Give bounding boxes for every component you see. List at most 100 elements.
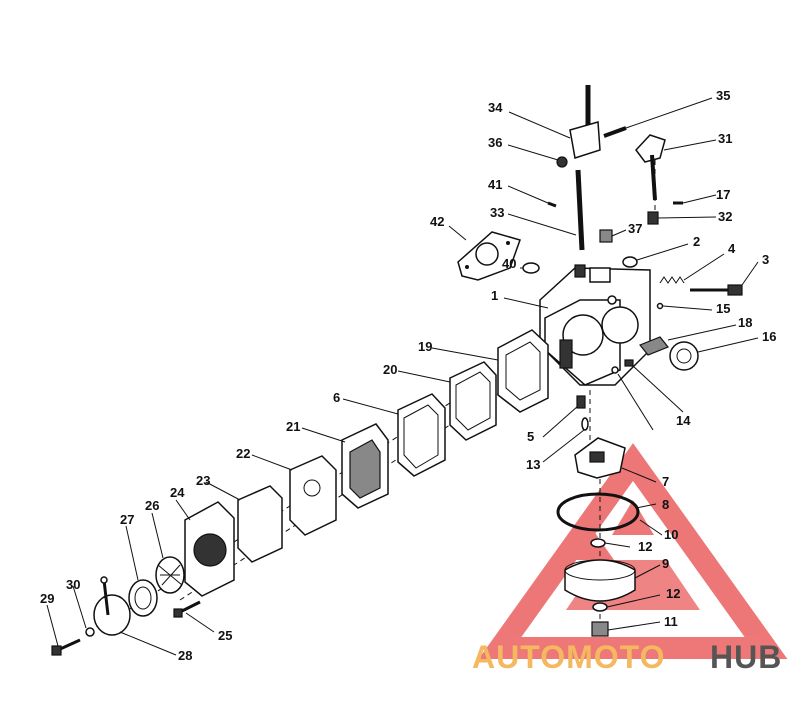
- leader-34: [507, 213, 577, 236]
- part-throttle-lever: [569, 85, 601, 159]
- leader-32: [663, 139, 717, 151]
- watermark-text: AUTOMOTO HUB: [472, 639, 781, 675]
- part-flange-gasket: [457, 231, 521, 281]
- part-carburetor-body: [539, 264, 651, 386]
- callout-label-34: 34: [488, 100, 503, 115]
- part-fitting: [576, 395, 586, 409]
- part-throttle-nut: [556, 156, 568, 168]
- callout-label-26: 26: [145, 498, 159, 513]
- callout-label-23: 23: [196, 473, 210, 488]
- callout-label-14: 14: [676, 413, 691, 428]
- callout-label-4: 4: [728, 241, 736, 256]
- part-welch-plug: [622, 256, 638, 268]
- part-diaphragm-24: [237, 485, 283, 563]
- leader-23: [251, 454, 293, 471]
- callout-label-37: 37: [628, 221, 642, 236]
- callout-label-12: 12: [638, 539, 652, 554]
- part-bowl-washer-upper: [590, 538, 606, 548]
- part-screen: [155, 556, 185, 594]
- leader-2: [636, 243, 689, 261]
- leader-21: [397, 370, 451, 383]
- leader-4: [683, 253, 725, 281]
- leader-33: [657, 216, 717, 219]
- callout-label-21: 21: [286, 419, 300, 434]
- part-ring-gasket: [128, 579, 158, 617]
- part-needle-screw: [690, 284, 743, 296]
- leader-40: [611, 229, 627, 237]
- leader-36: [625, 97, 713, 129]
- callout-label-8: 8: [662, 497, 669, 512]
- callout-label-3: 3: [762, 252, 769, 267]
- part-choke-lever: [635, 134, 666, 201]
- part-o-ring: [581, 417, 589, 431]
- leader-3: [741, 261, 759, 286]
- part-plug: [599, 229, 613, 243]
- callout-label-40: 40: [502, 256, 516, 271]
- part-diaphragm-21: [449, 361, 497, 441]
- callout-label-18: 18: [738, 315, 752, 330]
- callout-label-15: 15: [716, 301, 730, 316]
- leader-9: [634, 564, 661, 579]
- callout-label-33: 33: [490, 205, 504, 220]
- callout-label-7: 7: [662, 474, 669, 489]
- leader-11: [607, 621, 661, 631]
- callout-label-5: 5: [527, 429, 534, 444]
- leader-30: [46, 604, 59, 647]
- callout-label-41: 41: [488, 177, 502, 192]
- leader-35: [508, 111, 571, 139]
- leader-31: [72, 585, 87, 629]
- leader-16: [662, 305, 713, 311]
- part-gasket-20: [497, 329, 549, 413]
- leader-14: [617, 373, 654, 431]
- part-cover-screw: [51, 638, 81, 656]
- callout-label-1: 1: [491, 288, 498, 303]
- callout-label-16: 16: [762, 329, 776, 344]
- leader-6: [342, 398, 399, 415]
- leader-24: [205, 481, 241, 501]
- leader-42: [507, 185, 549, 204]
- part-bowl-washer-lower: [592, 602, 608, 612]
- callout-label-11: 11: [664, 614, 678, 629]
- watermark-logo: [478, 443, 788, 659]
- leader-19: [667, 324, 737, 341]
- callout-label-36: 36: [488, 135, 502, 150]
- leader-27: [151, 512, 164, 559]
- watermark-triangle-outer: [478, 443, 788, 659]
- leader-15: [632, 365, 684, 413]
- part-cover-disc: [669, 341, 699, 371]
- part-washer: [85, 627, 95, 637]
- callout-label-42: 42: [430, 214, 444, 229]
- leader-26: [185, 612, 215, 633]
- leader-12-upper: [604, 542, 631, 548]
- callout-label-28: 28: [178, 648, 192, 663]
- part-pump-body-22: [341, 423, 389, 509]
- callout-numbers: 1234567891011121213141516171819202122232…: [40, 88, 776, 663]
- part-choke-spring: [647, 211, 659, 225]
- part-long-screw: [173, 600, 201, 618]
- part-gasket-23: [289, 455, 337, 536]
- leader-7: [621, 467, 657, 483]
- part-cover-25: [184, 501, 235, 597]
- callout-label-9: 9: [662, 556, 669, 571]
- part-small-gasket: [522, 262, 540, 274]
- watermark-text-automoto: AUTOMOTO: [472, 639, 665, 675]
- callout-label-29: 29: [40, 591, 54, 606]
- callout-label-35: 35: [716, 88, 730, 103]
- leader-43: [448, 225, 467, 241]
- leader-13: [542, 429, 585, 463]
- leader-37: [507, 144, 559, 161]
- part-throttle-shaft-screw: [547, 201, 557, 208]
- parts: [51, 85, 743, 656]
- part-small-ball: [611, 366, 619, 374]
- part-needle-spring: [659, 276, 685, 284]
- callout-label-32: 32: [718, 209, 732, 224]
- callout-label-13: 13: [526, 457, 540, 472]
- leader-18: [682, 194, 717, 204]
- callout-label-30: 30: [66, 577, 80, 592]
- part-bowl-nut: [591, 621, 609, 637]
- leader-29: [119, 631, 177, 656]
- leader-5: [542, 405, 579, 438]
- callout-label-17: 17: [716, 187, 730, 202]
